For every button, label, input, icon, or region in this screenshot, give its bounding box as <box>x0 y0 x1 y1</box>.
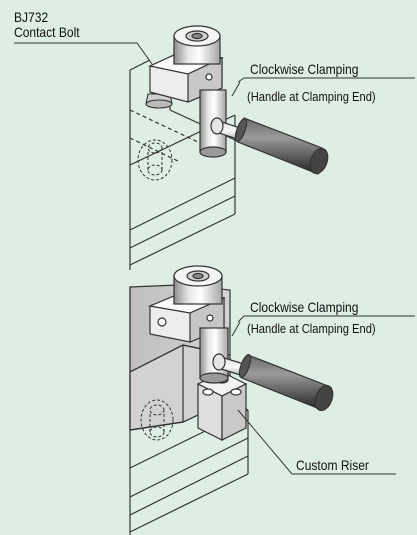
upper-leader-lines <box>14 42 415 97</box>
lower-clamp-note: (Handle at Clamping End) <box>247 321 376 336</box>
upper-clamp-note: (Handle at Clamping End) <box>247 89 376 104</box>
custom-riser <box>196 371 248 441</box>
lower-cylinder <box>173 265 229 384</box>
upper-hidden-bolt <box>137 139 173 181</box>
upper-clamp-title: Clockwise Clamping <box>250 61 359 77</box>
lower-clamp-title: Clockwise Clamping <box>250 299 359 315</box>
upper-handle <box>210 117 329 175</box>
bolt-model-label: BJ732 <box>14 9 49 25</box>
lower-hidden-bolt <box>140 399 174 441</box>
lower-handle <box>212 353 334 412</box>
lower-leader-lines <box>231 315 415 475</box>
bolt-name-label: Contact Bolt <box>14 24 80 40</box>
custom-riser-label: Custom Riser <box>296 457 369 473</box>
